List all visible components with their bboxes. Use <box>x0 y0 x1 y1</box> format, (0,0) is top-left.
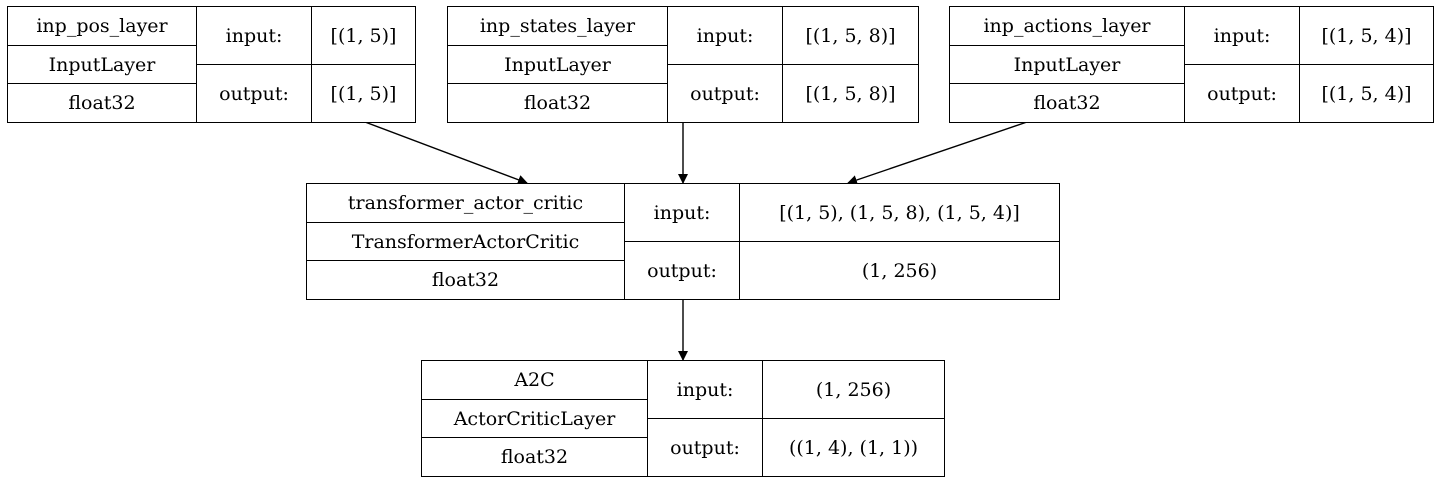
input-shape: [(1, 5), (1, 5, 8), (1, 5, 4)] <box>779 201 1020 224</box>
output-shape: [(1, 5, 8)] <box>783 64 918 122</box>
layer-class: InputLayer <box>950 44 1184 84</box>
output-label: output: <box>197 64 311 122</box>
layer-name: inp_actions_layer <box>983 14 1151 37</box>
output-shape: (1, 256) <box>740 241 1059 299</box>
layer-name: inp_states_layer <box>479 14 636 37</box>
edge-inp-actions-to-transformer <box>847 121 1028 185</box>
input-label: input: <box>1213 24 1271 47</box>
node-title-block: transformer_actor_critic TransformerActo… <box>307 184 625 299</box>
edge-inp-pos-to-transformer <box>364 121 528 185</box>
node-a2c: A2C ActorCriticLayer float32 input: outp… <box>421 360 945 477</box>
node-title-block: inp_actions_layer InputLayer float32 <box>950 7 1185 122</box>
layer-dtype: float32 <box>448 83 667 122</box>
layer-class: ActorCriticLayer <box>422 398 647 438</box>
output-label: output: <box>648 418 762 476</box>
output-shape: ((1, 4), (1, 1)) <box>763 418 944 476</box>
node-title-block: inp_states_layer InputLayer float32 <box>448 7 668 122</box>
node-transformer-actor-critic: transformer_actor_critic TransformerActo… <box>306 183 1060 300</box>
io-label-block: input: output: <box>625 184 740 299</box>
node-title-block: inp_pos_layer InputLayer float32 <box>8 7 197 122</box>
output-label: output: <box>668 64 782 122</box>
output-label: output: <box>1185 64 1299 122</box>
output-label: output: <box>625 241 739 299</box>
input-label: input: <box>653 201 711 224</box>
layer-class: InputLayer <box>8 44 196 84</box>
node-inp-states-layer: inp_states_layer InputLayer float32 inpu… <box>447 6 919 123</box>
input-label: input: <box>676 378 734 401</box>
input-label: input: <box>225 24 283 47</box>
layer-class: TransformerActorCritic <box>307 221 624 261</box>
input-shape: [(1, 5, 8)] <box>805 24 896 47</box>
layer-dtype: float32 <box>950 83 1184 122</box>
layer-name: A2C <box>514 368 555 391</box>
layer-dtype: float32 <box>307 260 624 299</box>
layer-name: inp_pos_layer <box>36 14 168 37</box>
io-label-block: input: output: <box>1185 7 1300 122</box>
input-shape: [(1, 5, 4)] <box>1321 24 1412 47</box>
output-shape: [(1, 5)] <box>312 64 415 122</box>
layer-dtype: float32 <box>8 83 196 122</box>
input-label: input: <box>696 24 754 47</box>
node-inp-actions-layer: inp_actions_layer InputLayer float32 inp… <box>949 6 1434 123</box>
io-value-block: [(1, 5)] [(1, 5)] <box>312 7 415 122</box>
input-shape: (1, 256) <box>815 378 892 401</box>
io-value-block: [(1, 5), (1, 5, 8), (1, 5, 4)] (1, 256) <box>740 184 1059 299</box>
node-title-block: A2C ActorCriticLayer float32 <box>422 361 648 476</box>
io-value-block: (1, 256) ((1, 4), (1, 1)) <box>763 361 944 476</box>
node-inp-pos-layer: inp_pos_layer InputLayer float32 input: … <box>7 6 416 123</box>
io-value-block: [(1, 5, 4)] [(1, 5, 4)] <box>1300 7 1433 122</box>
layer-dtype: float32 <box>422 437 647 476</box>
io-label-block: input: output: <box>668 7 783 122</box>
output-shape: [(1, 5, 4)] <box>1300 64 1433 122</box>
io-label-block: input: output: <box>648 361 763 476</box>
io-label-block: input: output: <box>197 7 312 122</box>
io-value-block: [(1, 5, 8)] [(1, 5, 8)] <box>783 7 918 122</box>
input-shape: [(1, 5)] <box>330 24 397 47</box>
layer-name: transformer_actor_critic <box>347 191 584 214</box>
layer-class: InputLayer <box>448 44 667 84</box>
